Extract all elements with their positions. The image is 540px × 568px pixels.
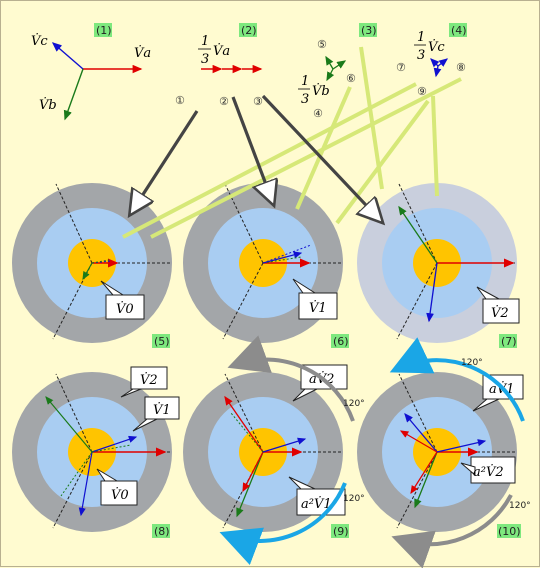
disc-7 bbox=[357, 183, 517, 343]
panel-tag-3: (3) bbox=[359, 23, 377, 37]
angle-label-4: 120° bbox=[509, 501, 531, 511]
third-vb-arrows bbox=[325, 55, 347, 82]
disc-10 bbox=[357, 372, 517, 532]
frac-sym-a: V̇a bbox=[213, 43, 230, 59]
svg-text:(2): (2) bbox=[241, 24, 257, 37]
frac-sym-c: V̇c bbox=[428, 39, 445, 55]
panel-tag-9: (9) bbox=[331, 524, 349, 538]
callout-v2: V̇2 bbox=[476, 286, 520, 324]
panel-tag-2: (2) bbox=[239, 23, 257, 37]
panel-tag-5: (5) bbox=[152, 334, 170, 348]
marker-4: ④ bbox=[313, 107, 323, 120]
frac-den-a: 3 bbox=[201, 52, 209, 67]
angle-label-1: 120° bbox=[343, 399, 365, 409]
third-vc-arrows bbox=[430, 58, 449, 78]
marker-6: ⑥ bbox=[346, 72, 356, 85]
svg-text:(1): (1) bbox=[96, 24, 112, 37]
frac-num-b: 1 bbox=[301, 74, 309, 89]
phasor-star-1 bbox=[51, 42, 143, 121]
svg-text:V̇0: V̇0 bbox=[116, 301, 134, 317]
svg-text:V̇1: V̇1 bbox=[153, 402, 171, 418]
frac-num-c: 1 bbox=[417, 30, 425, 45]
svg-text:a²V̇1: a²V̇1 bbox=[301, 496, 332, 512]
svg-text:(9): (9) bbox=[333, 525, 349, 538]
callout-r8-v1: V̇1 bbox=[132, 396, 180, 432]
label-vc: V̇c bbox=[31, 33, 48, 49]
panel-tag-10: (10) bbox=[497, 524, 521, 538]
panel-tag-8: (8) bbox=[152, 524, 170, 538]
marker-3: ③ bbox=[253, 95, 263, 108]
svg-text:(7): (7) bbox=[501, 335, 517, 348]
frac-den-b: 3 bbox=[301, 92, 309, 107]
angle-label-3: 120° bbox=[461, 358, 483, 368]
svg-text:(8): (8) bbox=[154, 525, 170, 538]
label-vb: V̇b bbox=[39, 97, 57, 113]
rotation-arc-10b bbox=[391, 494, 513, 568]
frac-num-a: 1 bbox=[201, 34, 209, 49]
disc-8 bbox=[12, 372, 172, 532]
callout-r10-a2v2: a²V̇2 bbox=[460, 456, 516, 484]
marker-7: ⑦ bbox=[396, 61, 406, 74]
svg-text:V̇2: V̇2 bbox=[140, 372, 158, 388]
phasor-vb bbox=[63, 68, 84, 121]
rotation-arc-10a bbox=[389, 337, 525, 422]
callout-r8-v2: V̇2 bbox=[120, 366, 168, 398]
panel-tag-6: (6) bbox=[331, 334, 349, 348]
label-va: V̇a bbox=[134, 45, 151, 61]
rotation-arc-9b bbox=[219, 482, 347, 566]
panel-tag-1: (1) bbox=[94, 23, 112, 37]
guide-lines bbox=[122, 46, 462, 239]
marker-2: ② bbox=[219, 95, 229, 108]
panel-tag-7: (7) bbox=[499, 334, 517, 348]
rotation-arc-9a bbox=[227, 335, 355, 422]
phasor-vc bbox=[51, 42, 84, 70]
svg-text:(4): (4) bbox=[451, 24, 467, 37]
marker-5: ⑤ bbox=[317, 38, 327, 51]
frac-den-c: 3 bbox=[417, 48, 425, 63]
angle-label-2: 120° bbox=[343, 494, 365, 504]
callout-r9-a2v1: a²V̇1 bbox=[288, 476, 346, 516]
panel-tag-4: (4) bbox=[449, 23, 467, 37]
svg-text:(5): (5) bbox=[154, 335, 170, 348]
hollow-arrows bbox=[131, 94, 381, 221]
disc-5 bbox=[12, 183, 172, 343]
svg-text:V̇0: V̇0 bbox=[111, 487, 129, 503]
svg-text:(10): (10) bbox=[498, 525, 521, 538]
marker-1: ① bbox=[175, 94, 185, 107]
marker-8: ⑧ bbox=[456, 61, 466, 74]
svg-text:V̇2: V̇2 bbox=[491, 305, 509, 321]
frac-sym-b: V̇b bbox=[312, 83, 330, 99]
callout-v0: V̇0 bbox=[100, 280, 145, 320]
svg-text:a²V̇2: a²V̇2 bbox=[473, 464, 504, 480]
svg-text:(6): (6) bbox=[333, 335, 349, 348]
svg-text:(3): (3) bbox=[361, 24, 377, 37]
svg-text:V̇1: V̇1 bbox=[309, 300, 327, 316]
callout-v1: V̇1 bbox=[292, 278, 338, 320]
callout-r8-v0: V̇0 bbox=[96, 468, 138, 506]
marker-9: ⑨ bbox=[417, 85, 427, 98]
